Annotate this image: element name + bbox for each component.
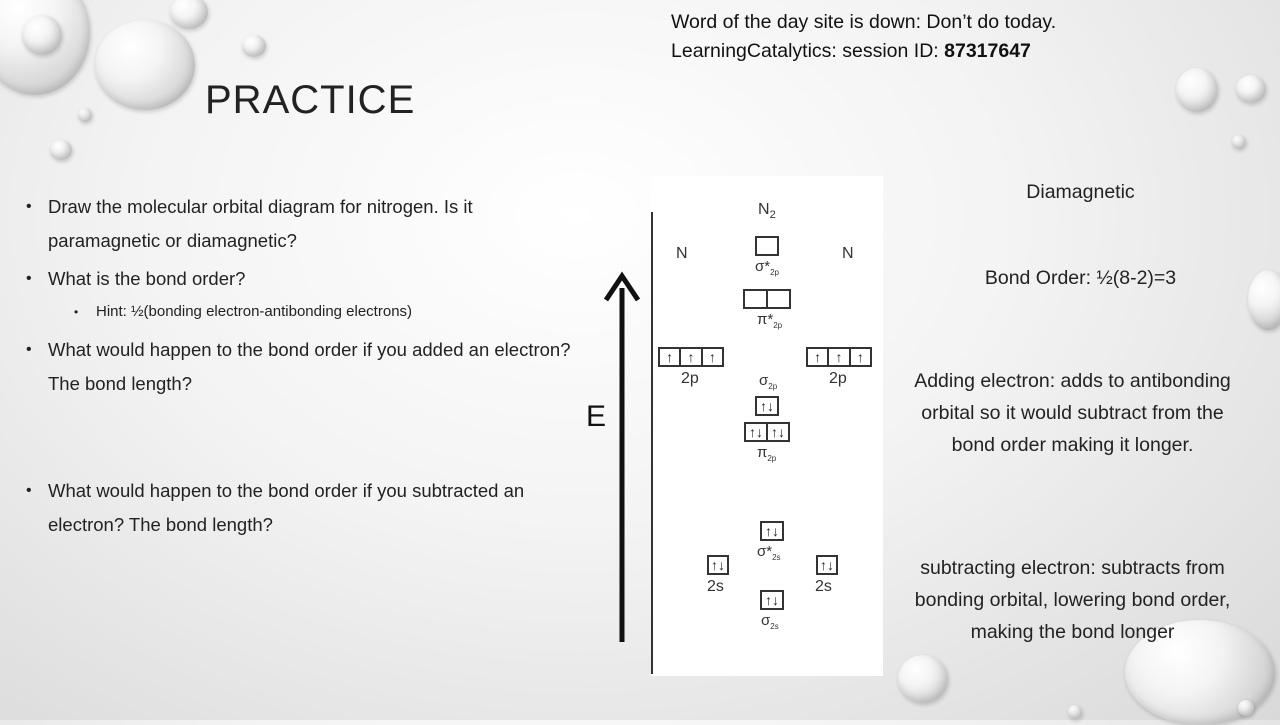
- orbital-electrons: ↑↓: [771, 424, 785, 440]
- decorative-drop: [170, 0, 208, 29]
- orbital-electrons: ↑: [681, 349, 703, 365]
- session-label: LearningCatalytics: session ID:: [671, 40, 945, 62]
- pi-star-2p-box: [743, 289, 791, 309]
- orbital-subscript: 2p: [768, 382, 778, 391]
- molecule-subscript: 2: [769, 209, 776, 222]
- orbital-electrons: ↑: [808, 349, 830, 365]
- sigma-star-2p-label: σ*2p: [755, 258, 779, 277]
- answer-bond-order: Bond Order: ½(8-2)=3: [984, 267, 1177, 289]
- orbital-electrons: [768, 291, 789, 307]
- orbital-electrons: ↑↓: [765, 592, 779, 608]
- left-2p-box: ↑ ↑ ↑: [658, 347, 724, 367]
- decorative-drop: [1238, 700, 1254, 716]
- orbital-subscript: 2s: [772, 553, 781, 562]
- orbital-subscript: 2p: [770, 268, 780, 277]
- orbital-symbol: σ: [761, 612, 771, 629]
- question-bond-order: What is the bond order?: [22, 262, 582, 296]
- sigma-2s-label: σ2s: [761, 612, 779, 631]
- answer-magnetism: Diamagnetic: [1026, 181, 1135, 203]
- molecule-label: N2: [758, 201, 776, 221]
- energy-arrow: [603, 271, 641, 642]
- pi-2p-box: ↑↓ ↑↓: [744, 422, 790, 442]
- orbital-symbol: σ*: [755, 258, 771, 275]
- answer-subtracting-electron: subtracting electron: subtracts from bon…: [914, 557, 1231, 643]
- decorative-drop: [50, 140, 72, 160]
- orbital-symbol: π: [757, 444, 768, 461]
- sigma-2p-box: ↑↓: [755, 396, 779, 416]
- question-draw-diagram: Draw the molecular orbital diagram for n…: [22, 190, 582, 258]
- decorative-drop: [78, 108, 92, 122]
- question-list: Draw the molecular orbital diagram for n…: [22, 190, 582, 542]
- orbital-subscript: 2p: [767, 454, 777, 463]
- energy-axis-line: [651, 212, 653, 674]
- left-2p-label: 2p: [681, 370, 699, 387]
- orbital-electrons: ↑↓: [760, 398, 774, 414]
- right-atom-label: N: [842, 245, 854, 262]
- answer-adding-electron: Adding electron: adds to antibonding orb…: [914, 370, 1231, 456]
- orbital-symbol: π*: [757, 311, 774, 328]
- sigma-star-2s-label: σ*2s: [757, 543, 781, 562]
- hint-bond-order: Hint: ½(bonding electron-antibonding ele…: [22, 301, 582, 323]
- right-2p-box: ↑ ↑ ↑: [806, 347, 872, 367]
- right-2s-box: ↑↓: [816, 555, 838, 575]
- left-2s-box: ↑↓: [707, 555, 729, 575]
- sigma-star-2p-box: [755, 236, 779, 256]
- left-atom-label: N: [676, 245, 688, 262]
- sigma-star-2s-box: ↑↓: [760, 521, 784, 541]
- mo-diagram: N2 N N σ*2p π*2p ↑ ↑ ↑ 2p ↑ ↑ ↑ 2p σ2p ↑…: [651, 176, 883, 676]
- slide-title: PRACTICE: [205, 78, 416, 122]
- orbital-electrons: [745, 291, 768, 307]
- sigma-2p-label: σ2p: [759, 372, 777, 391]
- decorative-drop: [898, 655, 948, 703]
- orbital-subscript: 2s: [770, 622, 779, 631]
- right-2s-label: 2s: [815, 578, 832, 595]
- decorative-drop: [95, 20, 195, 110]
- orbital-symbol: σ: [759, 372, 769, 389]
- orbital-subscript: 2p: [773, 321, 783, 330]
- pi-2p-label: π2p: [757, 444, 776, 463]
- orbital-electrons: ↑: [660, 349, 682, 365]
- decorative-drop: [1176, 68, 1218, 112]
- orbital-electrons: ↑: [856, 349, 864, 365]
- orbital-symbol: σ*: [757, 543, 773, 560]
- right-2p-label: 2p: [829, 370, 847, 387]
- decorative-drop: [1236, 75, 1266, 103]
- decorative-drop: [1068, 705, 1082, 719]
- orbital-electrons: ↑↓: [820, 557, 834, 573]
- top-note: Word of the day site is down: Don’t do t…: [671, 8, 1056, 66]
- top-note-line1: Word of the day site is down: Don’t do t…: [671, 11, 1057, 33]
- decorative-drop: [242, 35, 266, 57]
- pi-star-2p-label: π*2p: [757, 311, 782, 330]
- energy-label: E: [586, 400, 607, 433]
- question-subtract-electron: What would happen to the bond order if y…: [22, 474, 582, 542]
- top-note-line2: LearningCatalytics: session ID: 87317647: [671, 37, 1056, 66]
- molecule-symbol: N: [758, 201, 770, 218]
- sigma-2s-box: ↑↓: [760, 590, 784, 610]
- decorative-drop: [1248, 270, 1280, 330]
- session-id: 87317647: [944, 40, 1031, 62]
- orbital-electrons: ↑: [708, 349, 716, 365]
- decorative-drop: [1232, 135, 1246, 149]
- orbital-electrons: [757, 238, 777, 254]
- left-2s-label: 2s: [707, 578, 724, 595]
- orbital-electrons: ↑↓: [746, 424, 768, 440]
- orbital-electrons: ↑↓: [711, 557, 725, 573]
- orbital-electrons: ↑↓: [765, 523, 779, 539]
- orbital-electrons: ↑: [829, 349, 851, 365]
- decorative-drop: [22, 15, 62, 55]
- question-add-electron: What would happen to the bond order if y…: [22, 333, 582, 401]
